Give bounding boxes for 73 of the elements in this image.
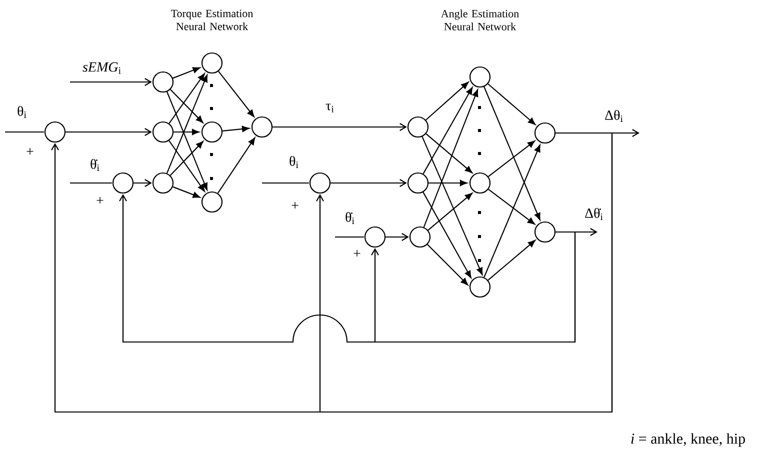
arrow: [168, 140, 205, 192]
arrow: [134, 179, 152, 187]
input-line: [70, 182, 112, 184]
input-arrow: [70, 78, 152, 86]
arrow: [422, 87, 473, 174]
arrow: [488, 140, 536, 177]
edge-label: θ̇$_{i}$: [90, 159, 100, 171]
neuron-circle: [251, 116, 273, 138]
arrow: [422, 136, 483, 276]
feedback-line: [316, 132, 613, 413]
arrow: [423, 89, 478, 228]
arrow: [428, 192, 472, 231]
neuron-circle: [407, 172, 429, 194]
edge-label: θ̇$_{i}$: [346, 212, 354, 224]
arrow: [217, 137, 256, 194]
arrow: [488, 83, 536, 125]
arrow: [386, 233, 409, 241]
summing-junction: [112, 172, 134, 194]
network-title: Angle Estimation Neural Network: [441, 10, 519, 30]
arrow: [218, 70, 254, 118]
edge-label: Δθ$_{i}$: [605, 110, 623, 122]
arrow: [174, 128, 200, 136]
arrow: [426, 82, 469, 120]
arrow: [172, 67, 200, 79]
arrow: [222, 126, 250, 132]
neuron-circle: [201, 191, 223, 213]
summing-junction: [309, 172, 331, 194]
edge-label: sEMG$_{i}$: [82, 62, 121, 74]
neuron-circle: [152, 172, 174, 194]
neuron-circle: [534, 221, 556, 243]
arrow: [422, 192, 472, 278]
sign-label: +: [96, 197, 104, 204]
neuron-circle: [152, 121, 174, 143]
neuron-circle: [407, 116, 429, 138]
arrow: [488, 188, 535, 225]
network-title: Torque Estimation Neural Network: [171, 10, 253, 30]
neuron-circle: [469, 172, 491, 194]
edge-label: τ$_{i}$: [326, 104, 334, 112]
arrow: [484, 86, 540, 220]
arrow: [488, 240, 536, 281]
feedback-line: [371, 231, 576, 343]
neuron-circle: [201, 121, 223, 143]
arrow: [66, 128, 152, 136]
sign-label: +: [292, 202, 298, 209]
edge-label: θ$_{i}$: [290, 156, 298, 168]
arrow: [484, 144, 540, 278]
summing-junction: [364, 226, 386, 248]
arrow: [427, 244, 468, 286]
arrow: [170, 141, 204, 176]
input-line: [262, 182, 309, 184]
arrow: [172, 186, 200, 198]
arrow: [166, 74, 208, 174]
arrow: [170, 89, 204, 124]
note: i = ankle, knee, hip: [631, 433, 745, 447]
neuron-circle: [469, 66, 491, 88]
input-line: [5, 131, 44, 133]
neuron-circle: [152, 71, 174, 93]
summing-junction: [44, 121, 66, 143]
neuron-circle: [409, 226, 431, 248]
edge-label: θ$_{i}$: [18, 106, 26, 118]
arrow: [272, 123, 407, 131]
arrow: [166, 92, 208, 190]
input-line: [335, 236, 364, 238]
sign-label: +: [26, 148, 34, 155]
sign-label: +: [354, 250, 360, 257]
arrow: [426, 133, 472, 174]
arrow: [168, 73, 205, 124]
neuron-circle: [201, 52, 223, 74]
arrow: [428, 180, 468, 186]
arrow: [330, 179, 407, 187]
neuron-circle: [469, 276, 491, 298]
neuron-circle: [534, 122, 556, 144]
edge-label: Δθ̇$_{i}$: [585, 208, 603, 220]
